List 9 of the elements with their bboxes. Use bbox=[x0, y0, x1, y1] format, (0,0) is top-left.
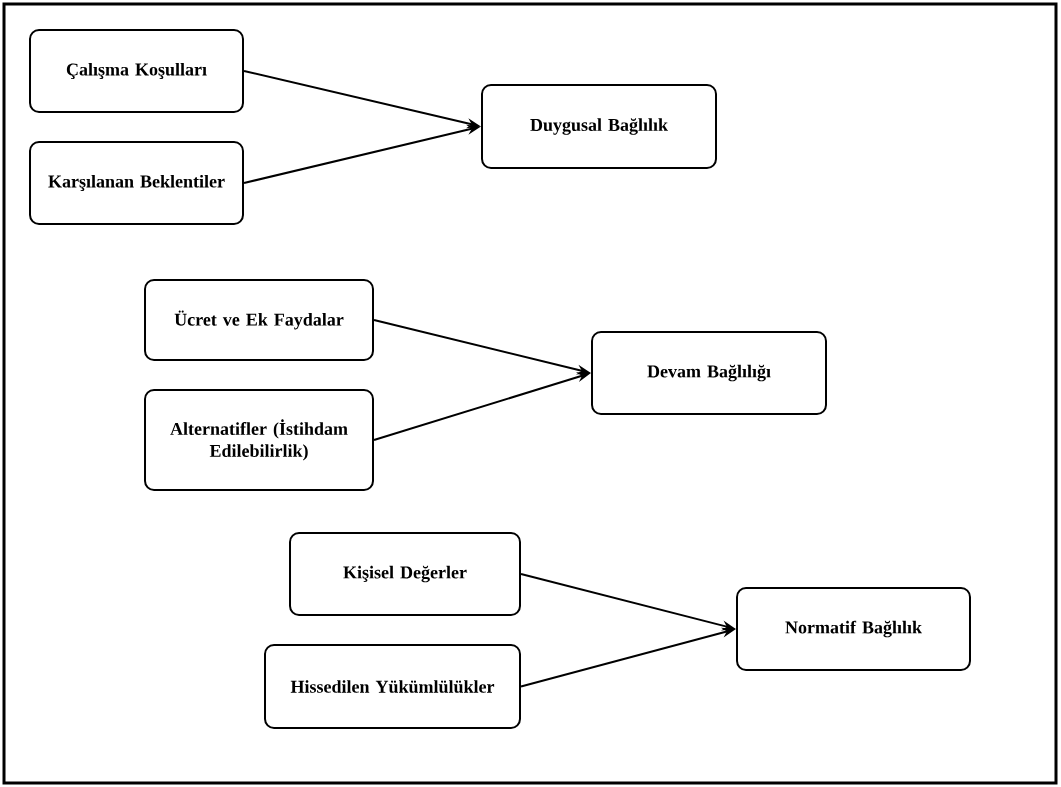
process-box: Alternatifler (İstihdam Edilebilirlik) bbox=[144, 389, 374, 491]
process-box: Karşılanan Beklentiler bbox=[29, 141, 244, 225]
process-box: Ücret ve Ek Faydalar bbox=[144, 279, 374, 361]
process-box: Hissedilen Yükümlülükler bbox=[264, 644, 521, 729]
process-box: Devam Bağlılığı bbox=[591, 331, 827, 415]
process-box: Duygusal Bağlılık bbox=[481, 84, 717, 169]
process-box: Kişisel Değerler bbox=[289, 532, 521, 616]
process-box: Normatif Bağlılık bbox=[736, 587, 971, 671]
process-box: Çalışma Koşulları bbox=[29, 29, 244, 113]
